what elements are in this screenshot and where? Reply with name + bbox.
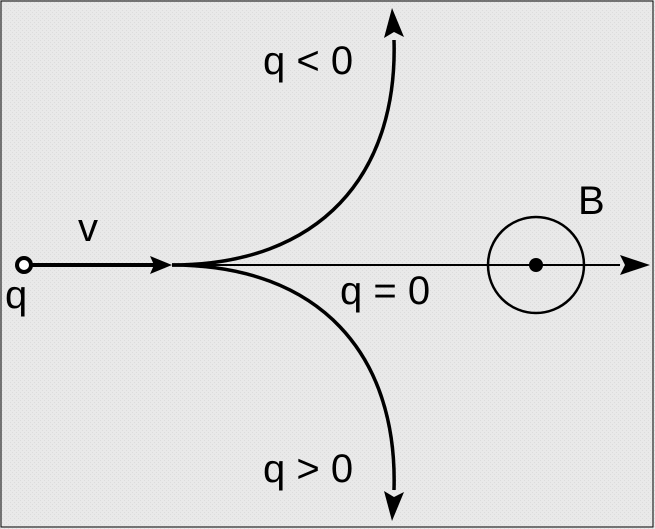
- zero-charge-label: q = 0: [340, 269, 430, 313]
- positive-charge-arrowhead: [384, 491, 404, 521]
- negative-charge-arrowhead: [384, 8, 404, 38]
- negative-charge-label: q < 0: [263, 39, 353, 83]
- velocity-arrowhead: [150, 256, 172, 274]
- velocity-label: v: [78, 206, 98, 250]
- negative-charge-path: [171, 39, 396, 267]
- magnetic-field-dot: [529, 258, 543, 272]
- field-label: B: [578, 179, 605, 223]
- magnetic-field-circle: [486, 215, 586, 315]
- positive-charge-path: [171, 263, 396, 491]
- neutral-path-arrowhead: [620, 255, 650, 275]
- positive-charge-label: q > 0: [263, 447, 353, 491]
- charge-label: q: [5, 273, 27, 317]
- charge-particle: [15, 256, 33, 274]
